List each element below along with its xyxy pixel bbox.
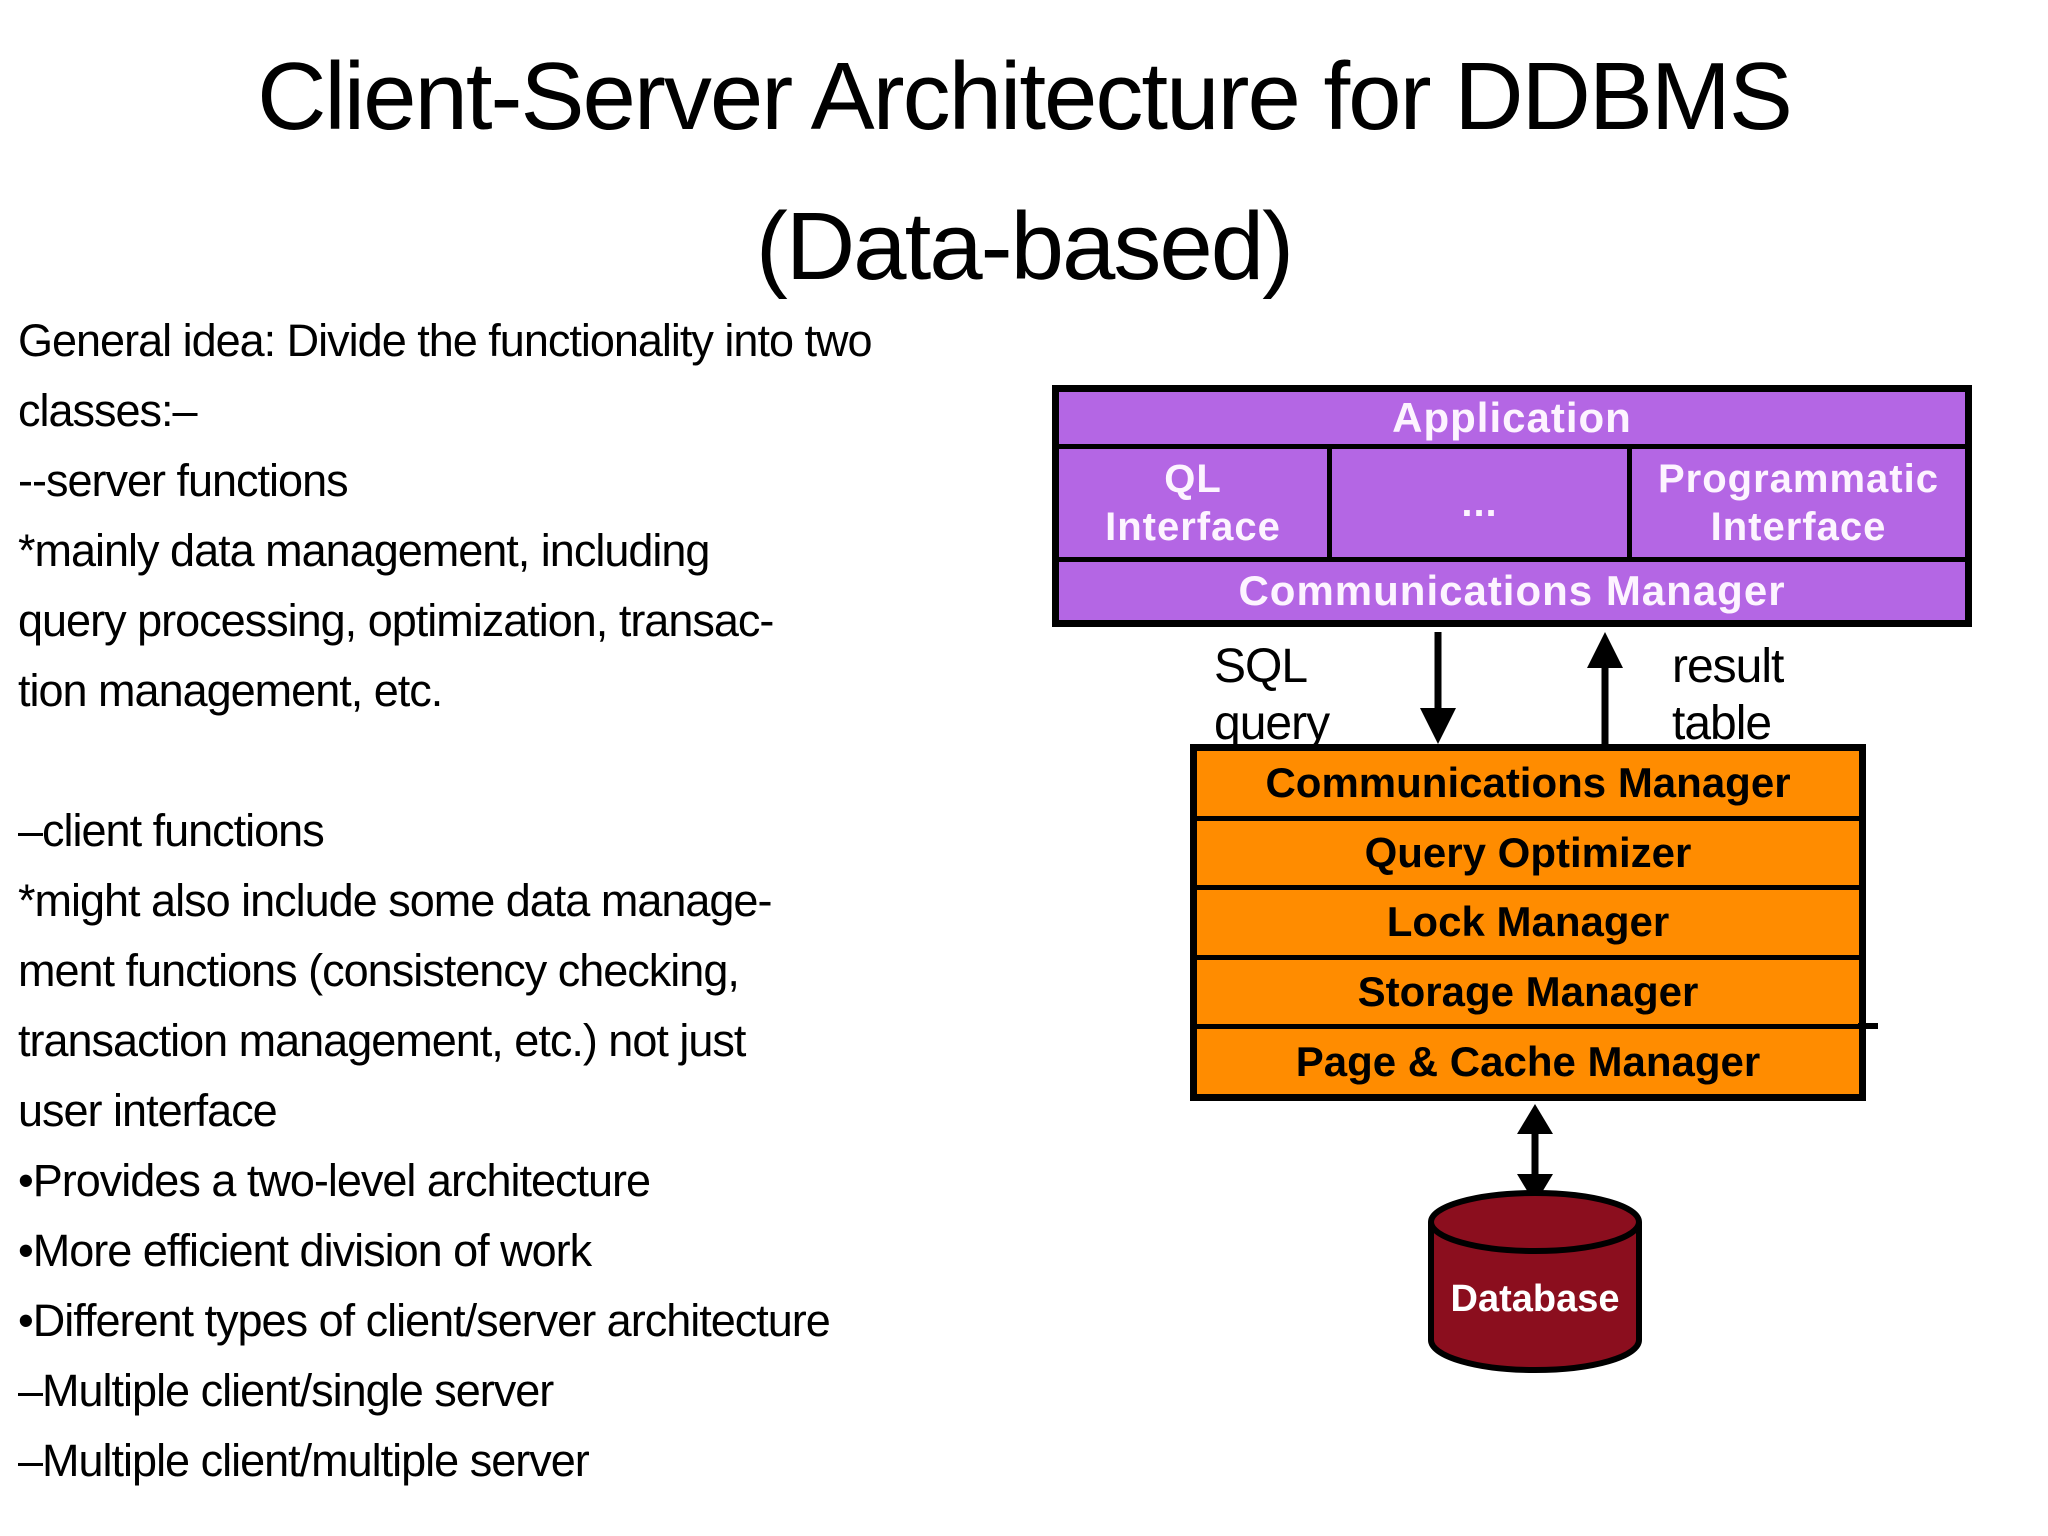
client-box: Application QL Interface ... Programmati…	[1052, 385, 1972, 627]
body-line: --server functions	[18, 455, 349, 506]
server-row-query-optimizer: Query Optimizer	[1197, 821, 1859, 891]
ql-interface-label-line1: QL	[1164, 457, 1222, 501]
server-row-lock-manager: Lock Manager	[1197, 890, 1859, 960]
body-line-blank	[18, 726, 1060, 796]
server-row-label: Page & Cache Manager	[1295, 1037, 1761, 1085]
programmatic-label-line2: Interface	[1710, 505, 1887, 549]
database-cylinder-icon: Database	[1428, 1190, 1642, 1373]
result-table-up-arrow-icon	[1587, 632, 1623, 744]
body-line: *might also include some data manage-	[18, 875, 772, 926]
programmatic-interface-cell: Programmatic Interface	[1632, 449, 1965, 557]
title-line-2: (Data-based)	[755, 193, 1294, 300]
body-line: –client functions	[18, 805, 325, 856]
body-line: tion management, etc.	[18, 665, 443, 716]
client-communications-manager-label: Communications Manager	[1238, 567, 1786, 614]
database-double-arrow-icon	[1517, 1104, 1553, 1204]
result-table-label-line2: table	[1672, 697, 1772, 750]
server-box: Communications Manager Query Optimizer L…	[1190, 744, 1866, 1101]
body-line: *mainly data management, including	[18, 525, 710, 576]
body-line: –Multiple client/single server	[18, 1365, 554, 1416]
body-text: General idea: Divide the functionality i…	[18, 306, 1060, 1506]
server-row-label: Storage Manager	[1357, 968, 1699, 1016]
body-line: •Provides a two-level architecture	[18, 1155, 651, 1206]
body-line: •More efficient division of work	[18, 1225, 592, 1276]
body-line: General idea: Divide the functionality i…	[18, 315, 873, 366]
server-row-label: Query Optimizer	[1364, 828, 1692, 876]
body-line: ment functions (consistency checking,	[18, 945, 740, 996]
ql-interface-cell: QL Interface	[1059, 449, 1327, 557]
server-row-storage-manager: Storage Manager	[1197, 960, 1859, 1030]
client-communications-manager-row: Communications Manager	[1059, 557, 1965, 620]
result-table-label-line1: result	[1672, 640, 1784, 693]
ellipsis-cell: ...	[1327, 449, 1632, 557]
programmatic-label-line1: Programmatic	[1658, 457, 1939, 501]
title-line-1: Client-Server Architecture for DDBMS	[257, 43, 1793, 150]
application-row: Application	[1059, 392, 1965, 449]
body-line: query processing, optimization, transac-	[18, 595, 774, 646]
server-row-communications-manager: Communications Manager	[1197, 751, 1859, 821]
application-label: Application	[1392, 394, 1632, 441]
result-table-label: result table	[1672, 638, 1784, 752]
interface-row: QL Interface ... Programmatic Interface	[1059, 449, 1965, 557]
body-line: transaction management, etc.) not just	[18, 1015, 746, 1066]
server-row-page-cache-manager: Page & Cache Manager	[1197, 1029, 1859, 1094]
sql-query-down-arrow-icon	[1420, 632, 1456, 744]
database-label: Database	[1451, 1278, 1620, 1320]
body-line: classes:–	[18, 385, 198, 436]
body-line: •Different types of client/server archit…	[18, 1295, 831, 1346]
body-line: user interface	[18, 1085, 278, 1136]
body-line: –Multiple client/multiple server	[18, 1435, 590, 1486]
server-box-edge-tick	[1858, 1023, 1878, 1029]
sql-query-label: SQL query	[1214, 638, 1330, 752]
slide-title: Client-Server Architecture for DDBMS (Da…	[0, 22, 2048, 322]
server-row-label: Communications Manager	[1265, 759, 1791, 807]
ql-interface-label-line2: Interface	[1105, 505, 1281, 549]
server-row-label: Lock Manager	[1386, 898, 1670, 946]
sql-query-label-line2: query	[1214, 697, 1330, 750]
sql-query-label-line1: SQL	[1214, 640, 1308, 693]
ellipsis-label: ...	[1461, 481, 1498, 525]
